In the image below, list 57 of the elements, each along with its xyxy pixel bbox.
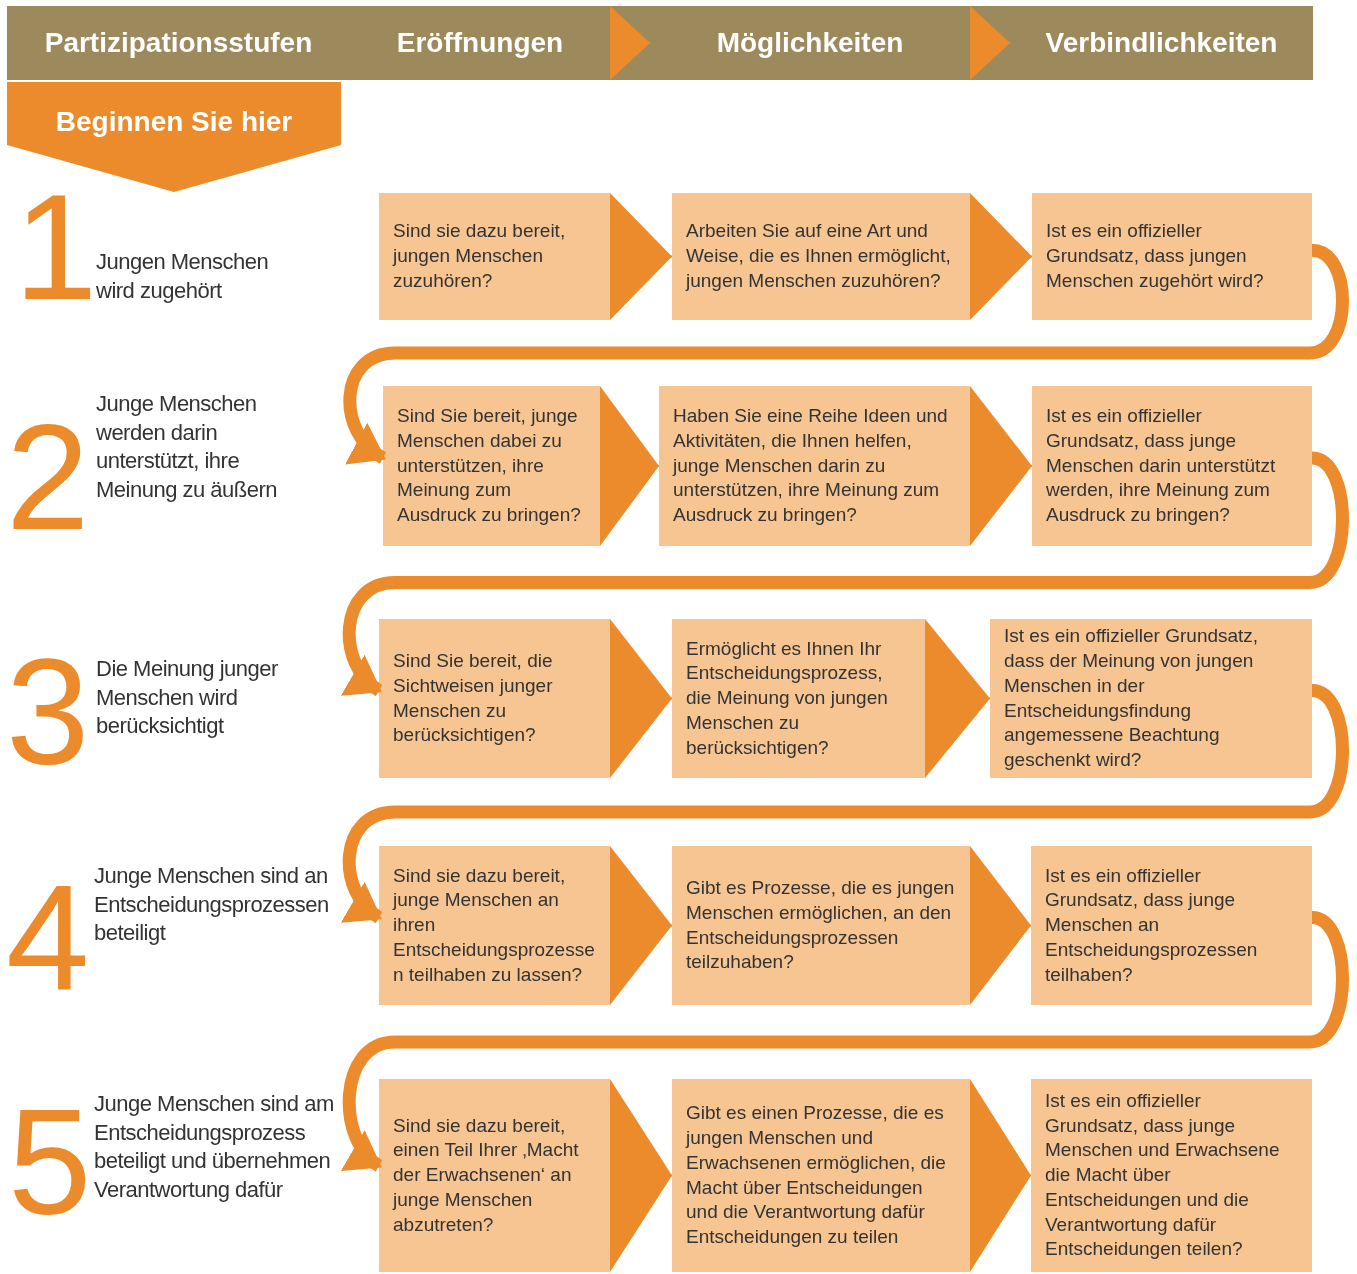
question-text: Haben Sie eine Reihe Ideen und Aktivitäten, die Ihnen helfen, junge Menschen darin zu unterstützen, ihre Meinung zum Ausdruck zu bringen?: [673, 404, 949, 528]
question-box: [383, 386, 600, 546]
column-header: Partizipationsstufen: [7, 6, 350, 80]
header-bar: [7, 6, 1313, 80]
chevron-arrow: [969, 846, 1032, 1005]
chevron-arrow: [609, 6, 651, 80]
chevron-arrow: [609, 193, 673, 320]
step-description: Jungen Menschen wird zugehört: [96, 248, 270, 305]
step-description: Die Meinung junger Menschen wird berücksichtigt: [96, 655, 279, 741]
question-box: [659, 386, 970, 546]
question-text: Ist es ein offizieller Grundsatz, dass jungen Menschen zugehört wird?: [1046, 219, 1265, 293]
question-text: Sind sie dazu bereit, junge Menschen an ihren Entscheidungsprozessen teilhaben zu lassen?: [393, 863, 596, 987]
question-box: [1032, 386, 1312, 546]
step-number: 3: [6, 637, 90, 787]
question-text: Sind sie dazu bereit, jungen Menschen zuzuhören?: [393, 219, 567, 293]
question-text: Gibt es Prozesse, die es jungen Menschen ermöglichen, an den Entscheidungsprozessen teilzuhaben?: [686, 876, 956, 975]
column-header: Möglichkeiten: [650, 6, 970, 80]
chevron-arrow: [969, 193, 1033, 320]
column-header: Eröffnungen: [350, 6, 610, 80]
chevron-arrow: [599, 386, 660, 546]
question-box: [379, 619, 610, 778]
question-box: [672, 619, 925, 778]
question-text: Ermöglicht es Ihnen Ihr Entscheidungsprozess, die Meinung von jungen Menschen zu berücksichtigen?: [686, 636, 889, 760]
question-box: [379, 1079, 610, 1272]
question-text: Sind Sie bereit, junge Menschen dabei zu unterstützen, ihre Meinung zum Ausdruck zu bringen?: [397, 404, 582, 528]
step-number: 5: [8, 1087, 92, 1237]
step-description: Junge Menschen sind an Entscheidungsprozessen beteiligt: [94, 862, 330, 948]
question-box: [672, 1079, 970, 1272]
question-text: Sind sie dazu bereit, einen Teil Ihrer ‚Macht der Erwachsenen‘ an junge Menschen abzutreten?: [393, 1113, 580, 1237]
question-text: Arbeiten Sie auf eine Art und Weise, die es Ihnen ermöglicht, jungen Menschen zuzuhören?: [686, 219, 952, 293]
question-box: [672, 846, 970, 1005]
chevron-arrow: [969, 6, 1011, 80]
question-box: [379, 846, 610, 1005]
question-text: Gibt es einen Prozesse, die es jungen Menschen und Erwachsenen ermöglichen, die Macht über Entscheidungen und die Verantwortung dafür Entscheidungen zu teilen: [686, 1101, 947, 1249]
question-box: [672, 193, 970, 320]
column-header: Verbindlichkeiten: [1010, 6, 1313, 80]
question-box: [1031, 846, 1312, 1005]
banner-text: Beginnen Sie hier: [55, 108, 293, 136]
chevron-arrow: [969, 1079, 1032, 1272]
step-description: Junge Menschen werden darin unterstützt, ihre Meinung zu äußern: [96, 390, 279, 504]
chevron-arrow: [609, 846, 673, 1005]
step-number: 4: [6, 862, 90, 1012]
question-text: Ist es ein offizieller Grundsatz, dass junge Menschen an Entscheidungsprozessen teilhaben?: [1045, 863, 1259, 987]
question-text: Ist es ein offizieller Grundsatz, dass junge Menschen und Erwachsene die Macht über Entscheidungen und die Verantwortung dafür Entscheidungen teilen?: [1045, 1089, 1281, 1262]
step-number: 2: [6, 402, 90, 552]
question-box: [1032, 193, 1312, 320]
chevron-arrow: [969, 386, 1033, 546]
question-text: Ist es ein offizieller Grundsatz, dass junge Menschen darin unterstützt werden, ihre Meinung zum Ausdruck zu bringen?: [1046, 404, 1277, 528]
question-box: [1031, 1079, 1312, 1272]
chevron-arrow: [609, 1079, 673, 1272]
question-box: [379, 193, 610, 320]
question-text: Ist es ein offizieller Grundsatz, dass der Meinung von jungen Menschen in der Entscheidungsfindung angemessene Beachtung geschenkt wird?: [1004, 624, 1260, 772]
chevron-arrow: [609, 619, 673, 778]
question-box: [990, 619, 1312, 778]
question-text: Sind Sie bereit, die Sichtweisen junger Menschen zu berücksichtigen?: [393, 649, 554, 748]
step-description: Junge Menschen sind am Entscheidungsprozess beteiligt und übernehmen Verantwortung dafür: [94, 1090, 335, 1204]
chevron-arrow: [924, 619, 991, 778]
